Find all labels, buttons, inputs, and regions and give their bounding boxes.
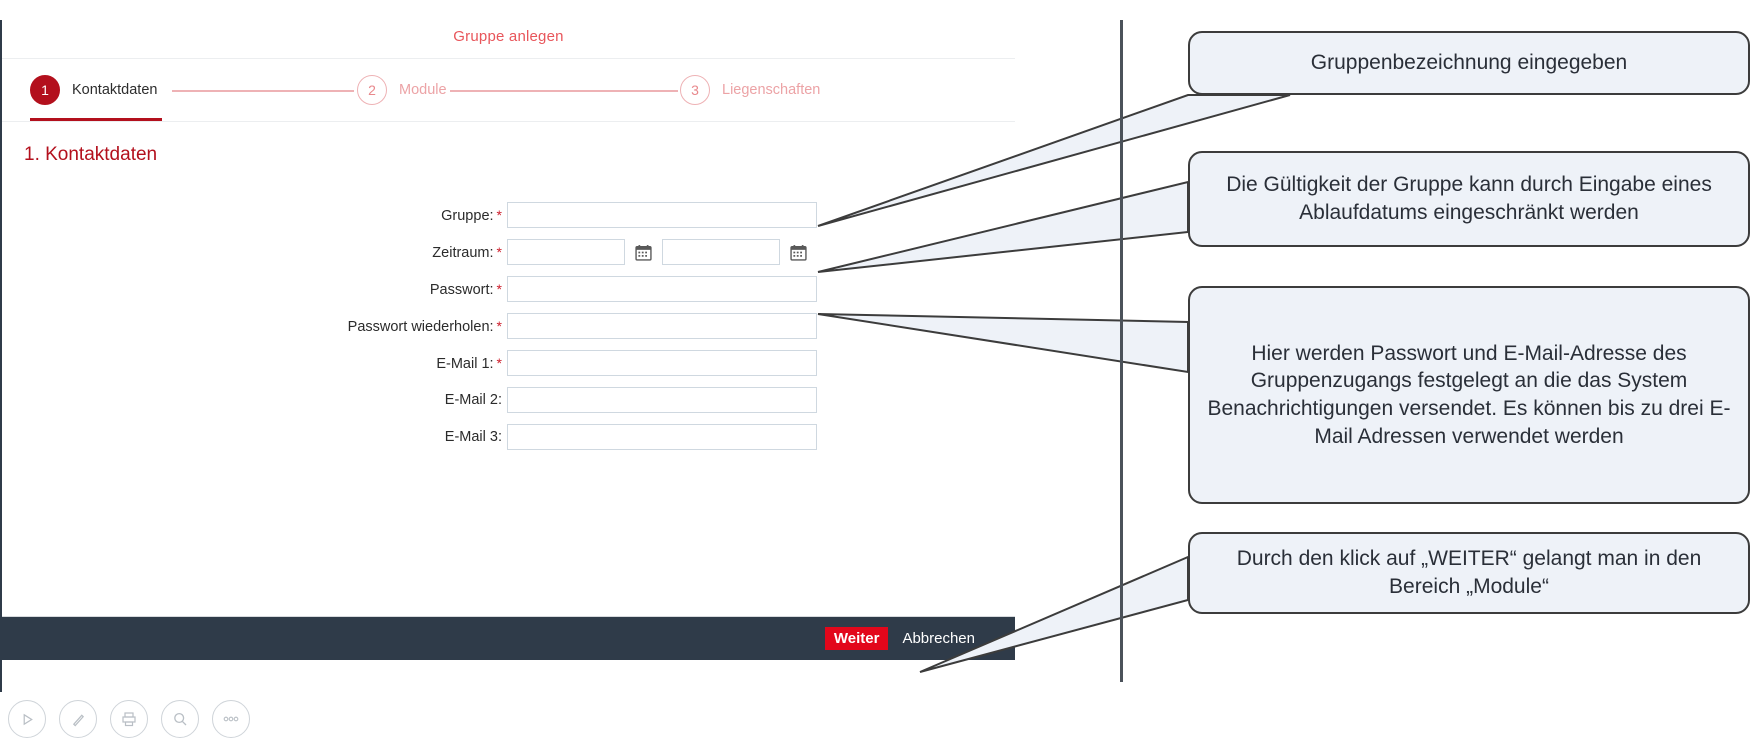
- label-gruppe: Gruppe:*: [2, 207, 507, 224]
- required-marker: *: [496, 280, 502, 297]
- form-row-gruppe: Gruppe:*: [2, 202, 1015, 228]
- form-footer-bar: Weiter Abbrechen: [2, 616, 1015, 660]
- calendar-icon[interactable]: [790, 244, 807, 261]
- wizard-stepper: 1 Kontaktdaten 2 Module 3 Liegenschaften: [2, 59, 1015, 122]
- app-title-bar: Gruppe anlegen: [2, 20, 1015, 59]
- step-label-2: Module: [399, 82, 447, 98]
- step-number-2: 2: [357, 75, 387, 105]
- step-connector-1: [172, 90, 354, 92]
- form-row-email-3: E-Mail 3:: [2, 424, 1015, 450]
- form-row-passwort-wiederholen: Passwort wiederholen:*: [2, 313, 1015, 339]
- input-email-3[interactable]: [507, 424, 817, 450]
- step-label-3: Liegenschaften: [722, 82, 821, 98]
- page-title: Gruppe anlegen: [453, 28, 564, 45]
- play-icon[interactable]: [8, 700, 46, 738]
- callout-text: Durch den klick auf „WEITER“ gelangt man…: [1236, 547, 1702, 598]
- label-zeitraum: Zeitraum:*: [2, 244, 507, 261]
- application-window: Gruppe anlegen 1 Kontaktdaten 2 Module 3…: [0, 20, 1122, 692]
- input-passwort[interactable]: [507, 276, 817, 302]
- form-row-email-1: E-Mail 1:*: [2, 350, 1015, 376]
- step-label-1: Kontaktdaten: [72, 82, 158, 98]
- label-email-2: E-Mail 2:: [2, 392, 507, 408]
- input-passwort-wiederholen[interactable]: [507, 313, 817, 339]
- search-icon[interactable]: [161, 700, 199, 738]
- callout-text: Hier werden Passwort und E-Mail-Adresse …: [1207, 341, 1731, 448]
- abbrechen-button[interactable]: Abbrechen: [902, 630, 975, 647]
- label-passwort-text: Passwort:: [429, 281, 494, 298]
- required-marker: *: [496, 243, 502, 260]
- label-email-3-text: E-Mail 3:: [444, 429, 502, 445]
- step-connector-2: [450, 90, 678, 92]
- pen-icon[interactable]: [59, 700, 97, 738]
- required-marker: *: [496, 317, 502, 334]
- input-email-1[interactable]: [507, 350, 817, 376]
- callout-text: Die Gültigkeit der Gruppe kann durch Ein…: [1226, 173, 1712, 224]
- input-gruppe[interactable]: [507, 202, 817, 228]
- label-email-2-text: E-Mail 2:: [444, 392, 502, 408]
- callout-passwort-email: Hier werden Passwort und E-Mail-Adresse …: [1188, 286, 1750, 504]
- stepper-item-liegenschaften[interactable]: 3 Liegenschaften: [680, 75, 820, 105]
- contact-data-form: Gruppe:* Zeitraum:*: [2, 202, 1015, 450]
- label-passwort-wiederholen-text: Passwort wiederholen:: [347, 318, 494, 335]
- calendar-icon[interactable]: [635, 244, 652, 261]
- required-marker: *: [496, 354, 502, 371]
- callout-weiter: Durch den klick auf „WEITER“ gelangt man…: [1188, 532, 1750, 614]
- label-passwort: Passwort:*: [2, 281, 507, 298]
- active-step-underline: [30, 118, 162, 121]
- form-row-email-2: E-Mail 2:: [2, 387, 1015, 413]
- application-content: Gruppe anlegen 1 Kontaktdaten 2 Module 3…: [2, 20, 1015, 692]
- label-email-1: E-Mail 1:*: [2, 355, 507, 372]
- input-zeitraum-bis[interactable]: [662, 239, 780, 265]
- more-icon[interactable]: [212, 700, 250, 738]
- label-email-1-text: E-Mail 1:: [436, 355, 494, 372]
- window-right-divider: [1120, 20, 1123, 682]
- label-email-3: E-Mail 3:: [2, 429, 507, 445]
- section-heading: 1. Kontaktdaten: [24, 144, 158, 165]
- step-number-1: 1: [30, 75, 60, 105]
- callout-gueltigkeit: Die Gültigkeit der Gruppe kann durch Ein…: [1188, 151, 1750, 247]
- print-icon[interactable]: [110, 700, 148, 738]
- callout-text: Gruppenbezeichnung eingegeben: [1310, 51, 1628, 75]
- stepper-item-module[interactable]: 2 Module: [357, 75, 447, 105]
- stepper-item-kontaktdaten[interactable]: 1 Kontaktdaten: [30, 75, 157, 105]
- required-marker: *: [496, 206, 502, 223]
- callout-gruppenbezeichnung: Gruppenbezeichnung eingegeben: [1188, 31, 1750, 95]
- bottom-toolbar: [8, 700, 250, 738]
- input-email-2[interactable]: [507, 387, 817, 413]
- label-gruppe-text: Gruppe:: [441, 207, 494, 224]
- weiter-button[interactable]: Weiter: [824, 626, 889, 651]
- form-row-passwort: Passwort:*: [2, 276, 1015, 302]
- step-number-3: 3: [680, 75, 710, 105]
- input-zeitraum-von[interactable]: [507, 239, 625, 265]
- form-row-zeitraum: Zeitraum:*: [2, 239, 1015, 265]
- label-passwort-wiederholen: Passwort wiederholen:*: [2, 318, 507, 335]
- label-zeitraum-text: Zeitraum:: [432, 244, 494, 261]
